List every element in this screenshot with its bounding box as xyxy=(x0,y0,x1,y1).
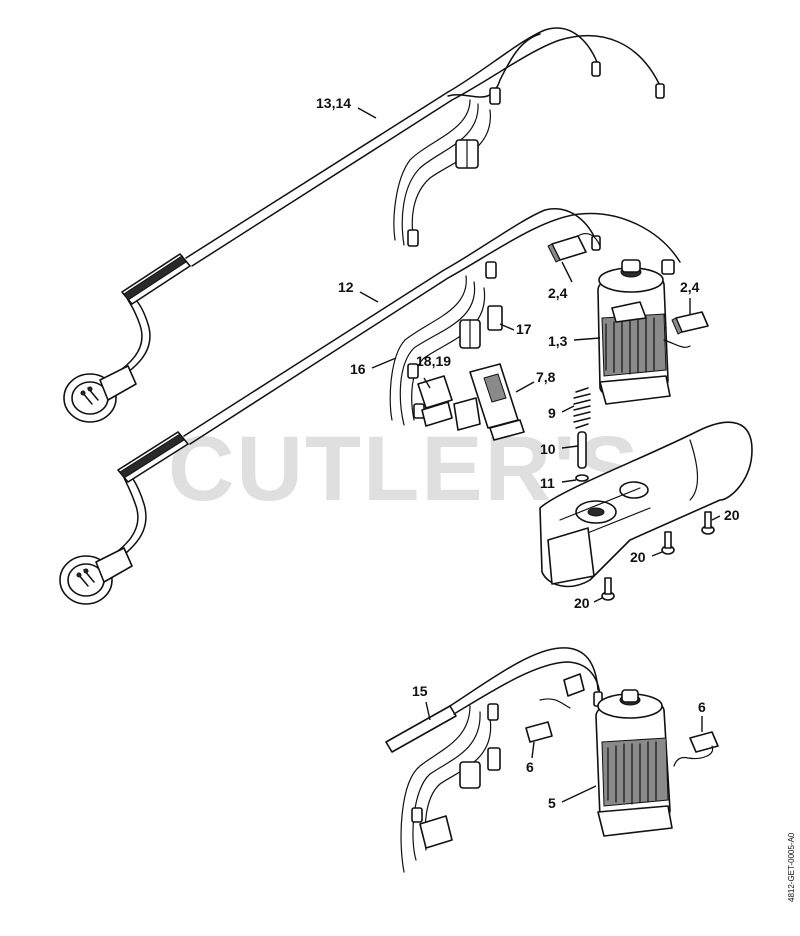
callout-5: 5 xyxy=(548,795,556,811)
washer-11 xyxy=(575,474,589,482)
screw-20 xyxy=(661,531,675,555)
callout-labels: 13,14 12 2,4 2,4 1,3 17 16 18,19 7,8 9 1… xyxy=(316,95,740,811)
motor-5 xyxy=(595,689,673,837)
connector-terminal xyxy=(661,259,675,275)
connector-terminal xyxy=(487,703,499,721)
carbon-brush-6-right xyxy=(673,731,719,767)
callout-17: 17 xyxy=(516,321,532,337)
connector-terminal xyxy=(591,61,601,77)
callout-20-c: 20 xyxy=(574,595,590,611)
carbon-brush-left xyxy=(547,233,601,263)
callout-15: 15 xyxy=(412,683,428,699)
switch-18-19 xyxy=(417,375,453,427)
switch-housing-7-8 xyxy=(453,363,525,441)
callout-20-a: 20 xyxy=(724,507,740,523)
cable-assembly-13-14 xyxy=(63,27,665,423)
mains-plug xyxy=(63,365,137,423)
screw-20 xyxy=(601,577,615,601)
pin-10 xyxy=(577,431,587,469)
callout-6-left: 6 xyxy=(526,759,534,775)
callout-7-8: 7,8 xyxy=(536,369,556,385)
callout-6-right: 6 xyxy=(698,699,706,715)
callout-1-3: 1,3 xyxy=(548,333,568,349)
callout-2-4-left: 2,4 xyxy=(548,285,568,301)
callout-20-b: 20 xyxy=(630,549,646,565)
connector-terminal xyxy=(485,261,497,279)
drawing-code: 4812-GET-0005-A0 xyxy=(787,832,796,902)
callout-9: 9 xyxy=(548,405,556,421)
connector-terminal xyxy=(411,807,423,823)
carbon-brush-6-left xyxy=(525,721,553,743)
callout-16: 16 xyxy=(350,361,366,377)
leader-lines xyxy=(357,107,721,803)
motor-1-3 xyxy=(597,259,691,405)
connector-terminal xyxy=(407,363,419,379)
connector-block-17 xyxy=(459,305,503,349)
callout-12: 12 xyxy=(338,279,354,295)
spring-9 xyxy=(573,387,591,429)
connector-terminal xyxy=(655,83,665,99)
mains-plug xyxy=(59,547,133,605)
connector-terminal xyxy=(489,87,501,105)
cable-assembly-15 xyxy=(385,647,603,873)
connector-terminal xyxy=(591,235,601,251)
cable-assembly-12 xyxy=(59,208,681,605)
callout-11: 11 xyxy=(540,475,555,491)
callout-13-14: 13,14 xyxy=(316,95,351,111)
callout-2-4-right: 2,4 xyxy=(680,279,700,295)
screw-20 xyxy=(701,511,715,535)
connector-block xyxy=(487,747,501,771)
callout-10: 10 xyxy=(540,441,556,457)
callout-18-19: 18,19 xyxy=(416,353,451,369)
connector-block xyxy=(459,761,481,789)
cable-sleeve-15 xyxy=(385,705,457,753)
carbon-brush-right xyxy=(671,311,709,335)
connector-terminal xyxy=(407,229,419,247)
housing-half xyxy=(539,421,753,588)
